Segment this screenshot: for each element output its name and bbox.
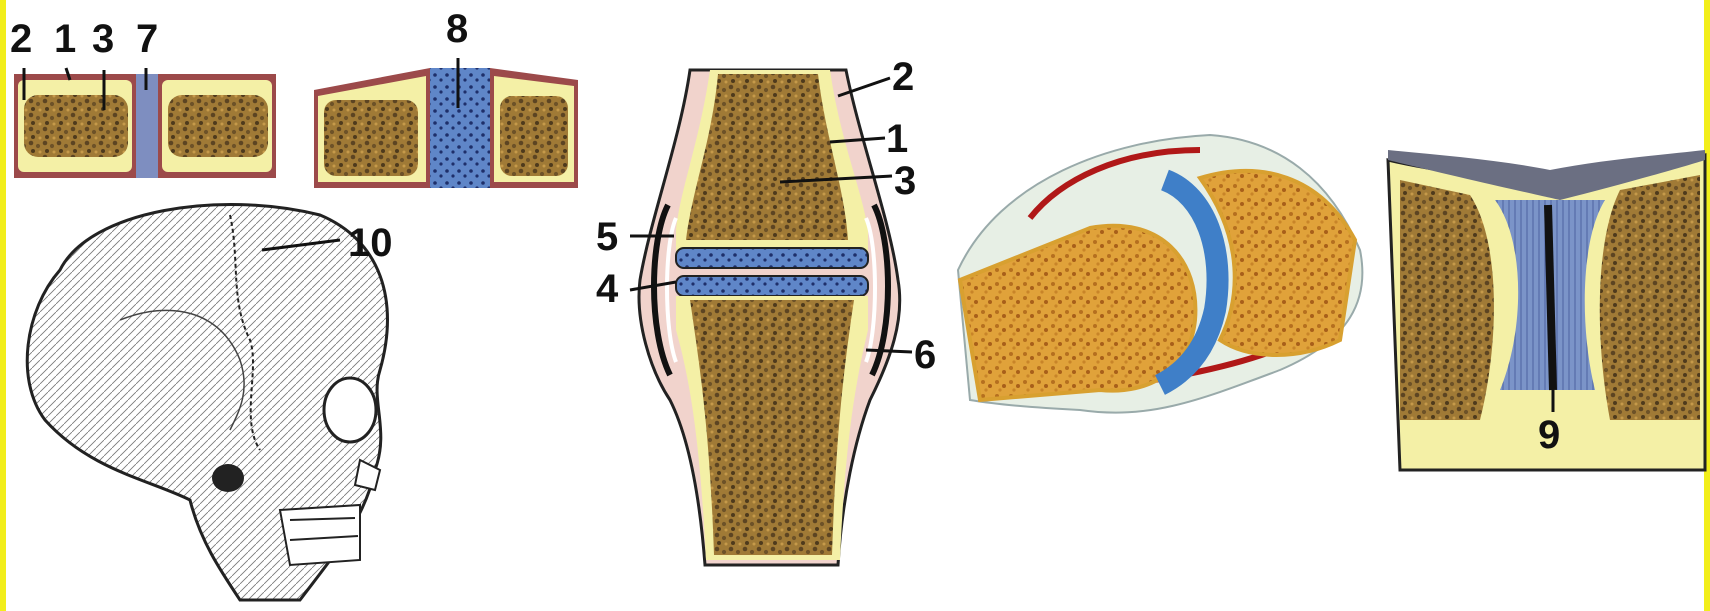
label-3-joint: 3 (894, 159, 916, 203)
label-6: 6 (914, 333, 936, 377)
label-1-suture: 1 (54, 17, 76, 61)
label-8: 8 (446, 7, 468, 51)
label-4: 4 (596, 267, 619, 311)
skull-illustration (27, 204, 387, 600)
label-5: 5 (596, 215, 618, 259)
label-2-joint: 2 (892, 55, 914, 99)
label-1-joint: 1 (886, 117, 908, 161)
label-7: 7 (136, 17, 158, 61)
synchondrosis-diagram (314, 68, 578, 188)
label-3-suture: 3 (92, 17, 114, 61)
label-9: 9 (1538, 413, 1560, 457)
hinge-joint-illustration (958, 135, 1362, 413)
label-2-suture: 2 (10, 17, 32, 61)
label-10: 10 (348, 221, 393, 265)
synovial-joint-diagram (639, 70, 900, 565)
